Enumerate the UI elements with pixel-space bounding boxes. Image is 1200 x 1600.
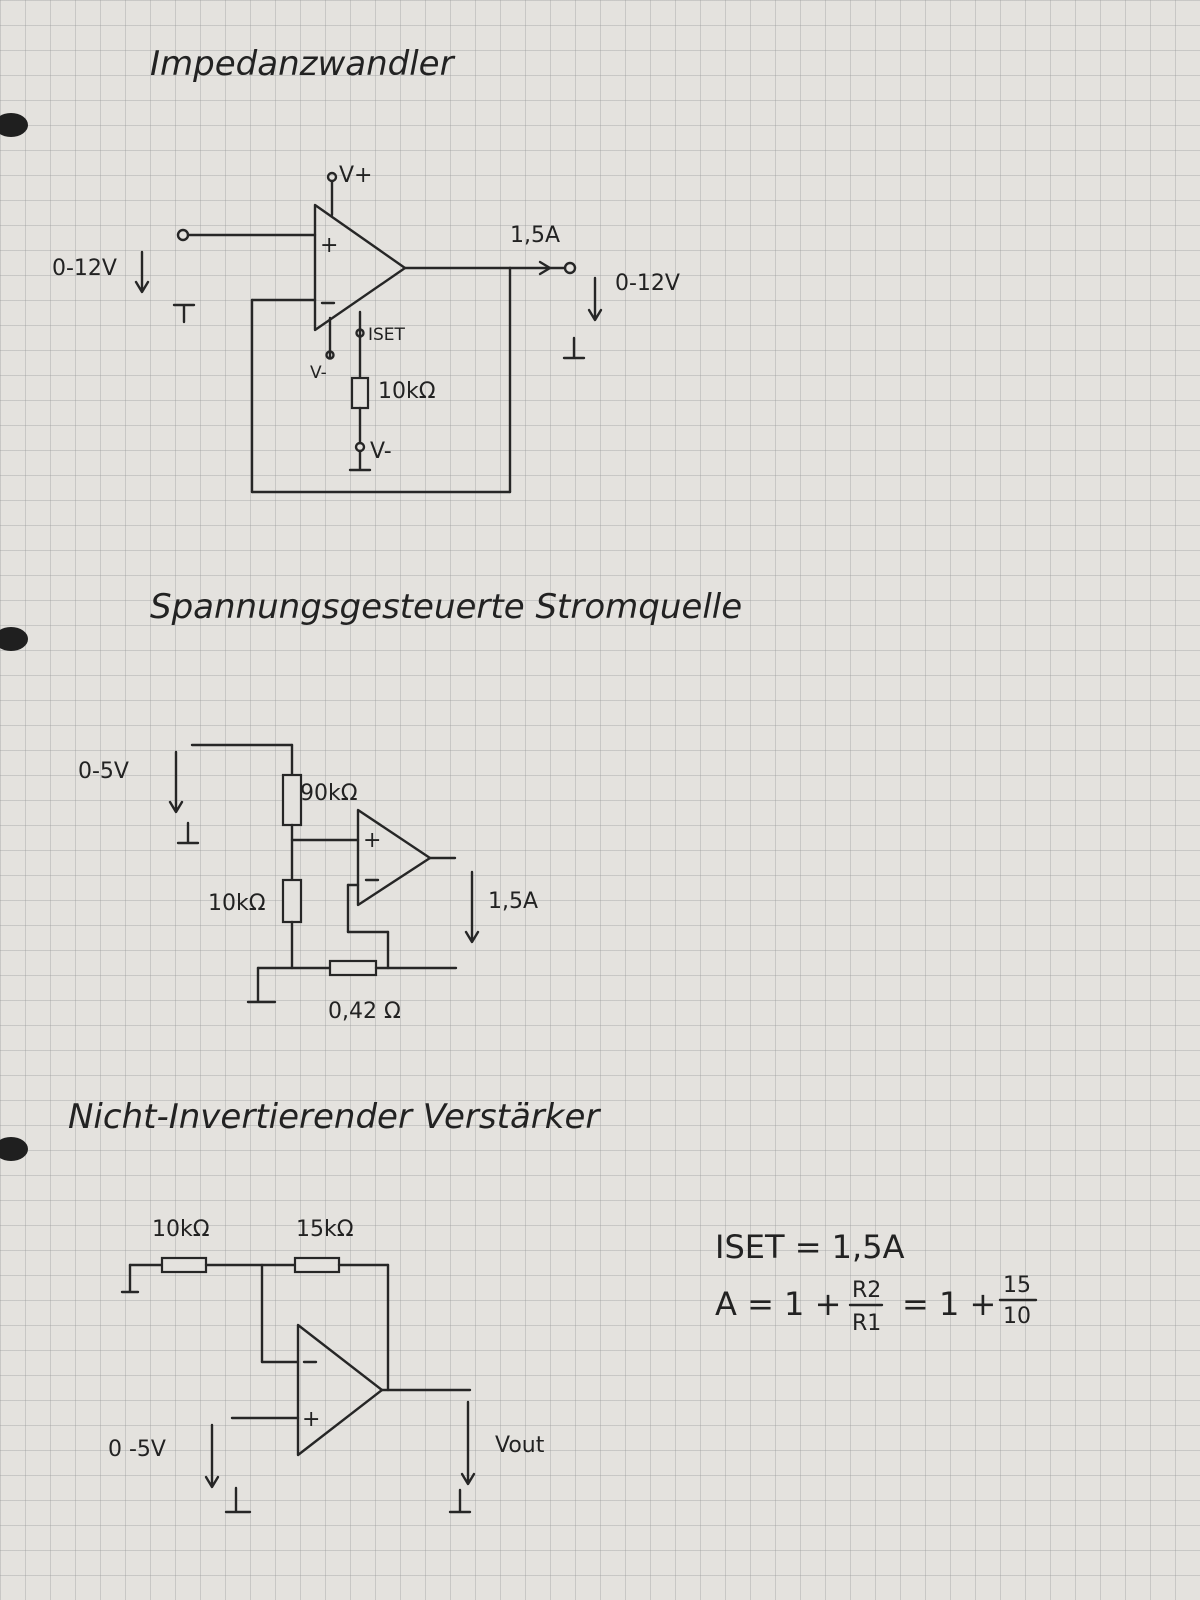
vminus-small-label: V- [310, 363, 327, 383]
arrow-icon [204, 1423, 220, 1489]
terminal [355, 328, 365, 338]
resistor-10k [281, 878, 303, 924]
vout-label: Vout [495, 1433, 545, 1458]
opamp-symbol [296, 1323, 384, 1457]
resistor-r1 [160, 1256, 208, 1274]
gain-den: 10 [1003, 1304, 1031, 1329]
output-current-label: 1,5A [510, 223, 560, 248]
stromquelle-title: Spannungsgesteuerte Stromquelle [150, 587, 742, 627]
opamp-plus-sign: + [302, 1407, 320, 1432]
ground-icon [176, 821, 200, 845]
formulas: ISET = 1,5A A = 1 + R2 R1 = 1 + 15 10 [715, 1228, 1038, 1336]
r-shunt-label: 0,42 Ω [328, 999, 401, 1024]
r2-label: 15kΩ [296, 1217, 354, 1242]
ground-icon [348, 449, 372, 472]
verstaerker-section: Nicht-Invertierender Verstärker 10kΩ 15k… [68, 1097, 601, 1514]
gain-formula-prefix: A = 1 + [715, 1285, 841, 1323]
arrow-icon [460, 1400, 476, 1486]
opamp-plus-sign: + [363, 828, 381, 853]
arrow-icon [538, 260, 552, 276]
ground-icon [172, 303, 196, 324]
stromquelle-section: Spannungsgesteuerte Stromquelle 0-5V 90k… [78, 587, 742, 1024]
terminal [325, 350, 335, 360]
r-bottom-label: 10kΩ [208, 891, 266, 916]
opamp-symbol [356, 808, 432, 907]
ground-icon [224, 1486, 252, 1514]
gain-formula-mid: = 1 + [902, 1285, 996, 1323]
stromquelle-input-label: 0-5V [78, 759, 129, 784]
stromquelle-current-label: 1,5A [488, 889, 538, 914]
arrow-icon [464, 870, 480, 944]
resistor [350, 376, 370, 410]
r1-label: 10kΩ [152, 1217, 210, 1242]
ground-icon [562, 336, 586, 360]
punch-hole [0, 113, 28, 137]
punch-hole [0, 1137, 28, 1161]
iset-formula: ISET = 1,5A [715, 1228, 905, 1266]
opamp-symbol [313, 203, 407, 332]
r-top-label: 90kΩ [300, 781, 358, 806]
opamp-plus-sign: + [320, 233, 338, 258]
verstaerker-title: Nicht-Invertierender Verstärker [68, 1097, 601, 1137]
gain-r1: R1 [852, 1311, 881, 1336]
resistor-r2 [293, 1256, 341, 1274]
arrow-icon [168, 750, 184, 814]
iset-pin-label: ISET [368, 325, 406, 345]
ground-icon [246, 966, 277, 1004]
arrow-icon [134, 250, 150, 294]
punch-hole [0, 627, 28, 651]
verstaerker-input-label: 0 -5V [108, 1437, 166, 1462]
terminal [326, 171, 338, 183]
vplus-label: V+ [339, 163, 372, 188]
ground-icon [448, 1488, 472, 1514]
output-voltage-label: 0-12V [615, 271, 680, 296]
gain-num: 15 [1003, 1273, 1031, 1298]
arrow-icon [587, 276, 603, 322]
input-terminal [176, 228, 190, 242]
impedanzwandler-title: Impedanzwandler [150, 44, 456, 84]
impedanzwandler-section: Impedanzwandler + V+ 0-12V 1,5A 0-12V V- [52, 44, 680, 494]
resistor-90k [281, 773, 303, 827]
input-voltage-label: 0-12V [52, 256, 117, 281]
ground-icon [120, 1263, 140, 1294]
vminus-label: V- [370, 439, 392, 464]
resistor-shunt [328, 959, 378, 977]
iset-resistor-label: 10kΩ [378, 379, 436, 404]
output-terminal [563, 261, 577, 275]
gain-r2: R2 [852, 1278, 881, 1303]
